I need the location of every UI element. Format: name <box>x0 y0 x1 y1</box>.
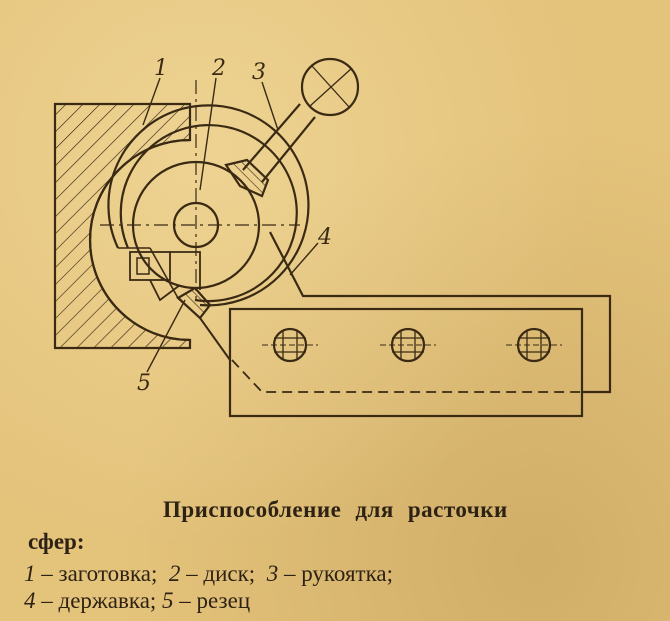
legend-text: – диск; <box>180 561 267 586</box>
cutter <box>118 247 231 361</box>
caption-word: Приспособление <box>163 497 342 522</box>
legend-number: 5 <box>162 588 174 613</box>
holder <box>228 231 612 418</box>
leaders <box>142 77 319 373</box>
workpiece <box>53 102 192 350</box>
label-part-5: 5 <box>137 371 151 396</box>
legend-number: 4 <box>24 588 36 613</box>
legend-text: – рукоятка; <box>278 561 394 586</box>
legend-text: – резец <box>173 588 251 613</box>
caption-word: для <box>355 497 394 522</box>
caption-legend-line-2: 4 – державка; 5 – резец <box>24 588 250 614</box>
legend-number: 1 <box>24 561 36 586</box>
legend-number: 3 <box>266 561 279 586</box>
caption-legend-line-1: 1 – заготовка; 2 – диск; 3 – рукоятка; <box>24 561 393 587</box>
disc <box>100 80 310 307</box>
label-part-2: 2 <box>211 56 226 81</box>
label-part-3: 3 <box>252 60 266 85</box>
bolt-1 <box>262 327 318 363</box>
bolt-2 <box>380 327 436 363</box>
legend-text: – державка; <box>35 588 163 613</box>
bolt-3 <box>506 327 562 363</box>
handle <box>224 57 360 198</box>
label-part-4: 4 <box>317 225 332 250</box>
caption-word: расточки <box>407 497 508 522</box>
caption-title: Приспособление для расточки <box>163 497 522 523</box>
legend-number: 2 <box>168 561 181 586</box>
label-part-1: 1 <box>154 56 168 81</box>
caption-title-continuation: сфер: <box>28 529 85 554</box>
legend-text: – заготовка; <box>35 561 169 586</box>
fixture-drawing: 1 2 3 4 5 <box>53 56 612 418</box>
